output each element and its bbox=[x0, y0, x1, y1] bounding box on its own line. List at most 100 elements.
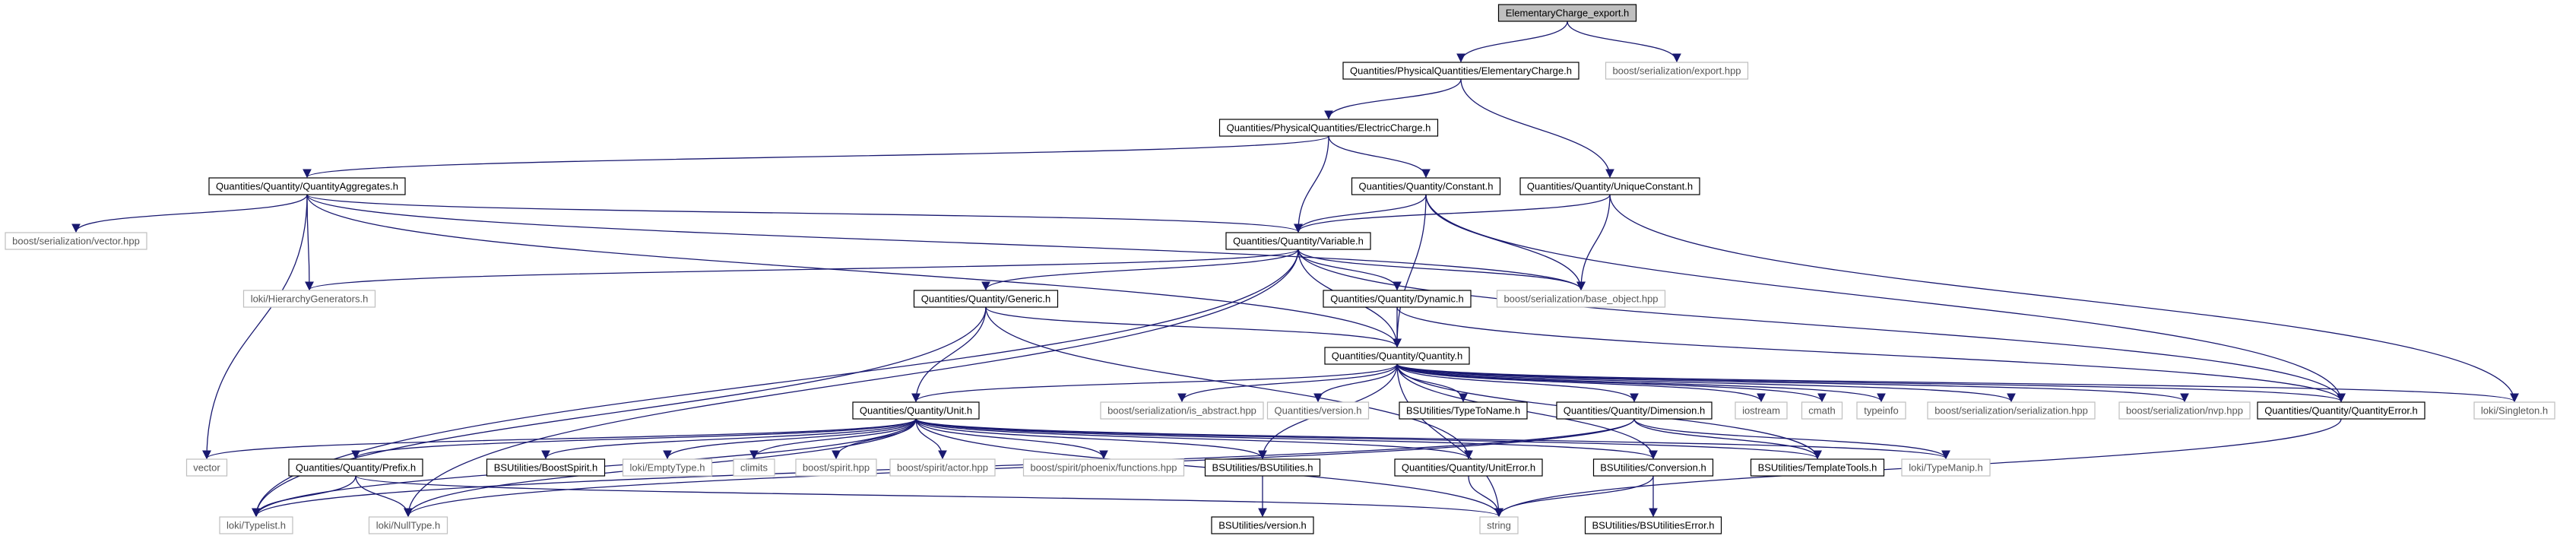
node-box bbox=[1211, 516, 1314, 534]
edge-uniterror-to-string bbox=[1468, 475, 1503, 518]
node-box bbox=[219, 516, 293, 534]
edge-unit-to-uniterror bbox=[915, 418, 1473, 460]
edge-aggregates-to-boost_vector bbox=[71, 194, 308, 233]
node-constant[interactable]: Quantities/Quantity/Constant.h bbox=[1351, 177, 1501, 195]
edge-elemcharge-to-uniqueconst bbox=[1460, 78, 1614, 179]
node-label: ElementaryCharge_export.h bbox=[1506, 8, 1630, 19]
node-box bbox=[1324, 347, 1470, 365]
node-quantity[interactable]: Quantities/Quantity/Quantity.h bbox=[1324, 347, 1470, 365]
edge-dimension-to-templatetools bbox=[1633, 418, 1822, 460]
edge-unit-to-vector bbox=[202, 418, 917, 460]
node-uniqueconst[interactable]: Quantities/Quantity/UniqueConstant.h bbox=[1519, 177, 1700, 195]
node-aggregates[interactable]: Quantities/Quantity/QuantityAggregates.h bbox=[208, 177, 406, 195]
node-box bbox=[242, 290, 376, 308]
node-emptytype: loki/EmptyType.h bbox=[622, 458, 713, 477]
edge-unit-to-conversion bbox=[915, 418, 1658, 460]
node-box bbox=[852, 401, 980, 420]
node-bsversion[interactable]: BSUtilities/version.h bbox=[1211, 516, 1314, 534]
node-label: boost/serialization/is_abstract.hpp bbox=[1107, 405, 1256, 417]
node-box bbox=[1584, 516, 1722, 534]
edge-quantity-to-nvp bbox=[1396, 363, 2189, 403]
node-label: Quantities/Quantity/Prefix.h bbox=[296, 462, 416, 474]
edge-generic-to-unit bbox=[911, 306, 987, 403]
node-box bbox=[1901, 458, 1991, 477]
node-variable[interactable]: Quantities/Quantity/Variable.h bbox=[1225, 232, 1371, 250]
edge-prefix-to-typelist bbox=[252, 475, 356, 518]
node-box bbox=[889, 458, 996, 477]
node-label: boost/serialization/base_object.hpp bbox=[1503, 293, 1658, 305]
node-label: loki/Typelist.h bbox=[227, 520, 286, 531]
edge-variable-to-dynamic bbox=[1298, 249, 1402, 291]
node-box bbox=[1394, 458, 1543, 477]
node-label: BSUtilities/BoostSpirit.h bbox=[494, 462, 598, 474]
node-uniterror[interactable]: Quantities/Quantity/UnitError.h bbox=[1394, 458, 1543, 477]
node-box bbox=[1750, 458, 1885, 477]
edge-unit-to-templatetools bbox=[915, 418, 1822, 460]
edge-variable-to-base_object bbox=[1298, 249, 1586, 291]
node-dimension[interactable]: Quantities/Quantity/Dimension.h bbox=[1556, 401, 1713, 420]
edge-elecharge-to-variable bbox=[1294, 135, 1329, 233]
node-unit[interactable]: Quantities/Quantity/Unit.h bbox=[852, 401, 980, 420]
node-vector: vector bbox=[185, 458, 228, 477]
node-box bbox=[1856, 401, 1906, 420]
node-spirit: boost/spirit.hpp bbox=[795, 458, 877, 477]
node-label: boost/serialization/serialization.hpp bbox=[1934, 405, 2088, 417]
node-conversion[interactable]: BSUtilities/Conversion.h bbox=[1592, 458, 1714, 477]
edge-aggregates-to-variable bbox=[306, 194, 1303, 233]
node-label: boost/serialization/vector.hpp bbox=[12, 236, 140, 247]
node-box bbox=[733, 458, 775, 477]
node-dynamic[interactable]: Quantities/Quantity/Dynamic.h bbox=[1323, 290, 1472, 308]
edge-unit-to-boostspirit bbox=[541, 418, 917, 460]
node-box bbox=[368, 516, 448, 534]
node-hiergen: loki/HierarchyGenerators.h bbox=[242, 290, 376, 308]
node-label: Quantities/Quantity/QuantityError.h bbox=[2264, 405, 2418, 417]
node-phoenix: boost/spirit/phoenix/functions.hpp bbox=[1022, 458, 1185, 477]
node-generic[interactable]: Quantities/Quantity/Generic.h bbox=[913, 290, 1059, 308]
node-typemanip: loki/TypeManip.h bbox=[1901, 458, 1991, 477]
node-label: Quantities/Quantity/Dynamic.h bbox=[1330, 293, 1464, 305]
edge-unit-to-spirit_actor bbox=[915, 418, 947, 460]
edge-quantity-to-cmath bbox=[1396, 363, 1827, 403]
edge-constant-to-qerror bbox=[1425, 194, 2346, 403]
node-box bbox=[1342, 62, 1580, 80]
node-box bbox=[1479, 516, 1519, 534]
edge-elecharge-to-aggregates bbox=[303, 135, 1329, 179]
node-prefix[interactable]: Quantities/Quantity/Prefix.h bbox=[288, 458, 423, 477]
edge-root-to-boost_export bbox=[1567, 21, 1681, 63]
edge-constant-to-variable bbox=[1294, 194, 1427, 233]
node-typelist: loki/Typelist.h bbox=[219, 516, 293, 534]
edge-elemcharge-to-elecharge bbox=[1324, 78, 1462, 120]
edge-prefix-to-nulltype bbox=[355, 475, 413, 518]
node-boost-vector: boost/serialization/vector.hpp bbox=[5, 232, 147, 250]
node-is-abstract: boost/serialization/is_abstract.hpp bbox=[1100, 401, 1264, 420]
edge-generic-to-quantity bbox=[985, 306, 1402, 348]
edge-aggregates-to-vector bbox=[202, 194, 308, 460]
node-label: boost/spirit.hpp bbox=[803, 462, 870, 474]
node-box bbox=[2473, 401, 2555, 420]
node-elemcharge[interactable]: Quantities/PhysicalQuantities/Elementary… bbox=[1342, 62, 1580, 80]
node-qerror[interactable]: Quantities/Quantity/QuantityError.h bbox=[2257, 401, 2425, 420]
edge-aggregates-to-hiergen bbox=[305, 194, 314, 291]
node-bsutilities[interactable]: BSUtilities/BSUtilities.h bbox=[1204, 458, 1321, 477]
node-nvp: boost/serialization/nvp.hpp bbox=[2118, 401, 2251, 420]
edge-uniqueconst-to-singleton bbox=[1609, 194, 2519, 403]
node-box bbox=[1556, 401, 1713, 420]
node-label: Quantities/PhysicalQuantities/Elementary… bbox=[1350, 65, 1572, 77]
edge-prefix-to-string bbox=[355, 475, 1503, 518]
edge-root-to-elemcharge bbox=[1456, 21, 1568, 63]
node-typetoname[interactable]: BSUtilities/TypeToName.h bbox=[1399, 401, 1528, 420]
node-boost-export: boost/serialization/export.hpp bbox=[1605, 62, 1749, 80]
node-box bbox=[1218, 119, 1439, 137]
node-box bbox=[1323, 290, 1472, 308]
node-elecharge[interactable]: Quantities/PhysicalQuantities/ElectricCh… bbox=[1218, 119, 1439, 137]
node-bserror[interactable]: BSUtilities/BSUtilitiesError.h bbox=[1584, 516, 1722, 534]
node-string: string bbox=[1479, 516, 1519, 534]
node-label: loki/HierarchyGenerators.h bbox=[251, 293, 369, 305]
node-templatetools[interactable]: BSUtilities/TemplateTools.h bbox=[1750, 458, 1885, 477]
node-boostspirit[interactable]: BSUtilities/BoostSpirit.h bbox=[486, 458, 606, 477]
edge-dimension-to-nulltype bbox=[404, 418, 1635, 518]
node-root[interactable]: ElementaryCharge_export.h bbox=[1497, 4, 1637, 22]
node-nulltype: loki/NullType.h bbox=[368, 516, 448, 534]
node-box bbox=[1225, 232, 1371, 250]
